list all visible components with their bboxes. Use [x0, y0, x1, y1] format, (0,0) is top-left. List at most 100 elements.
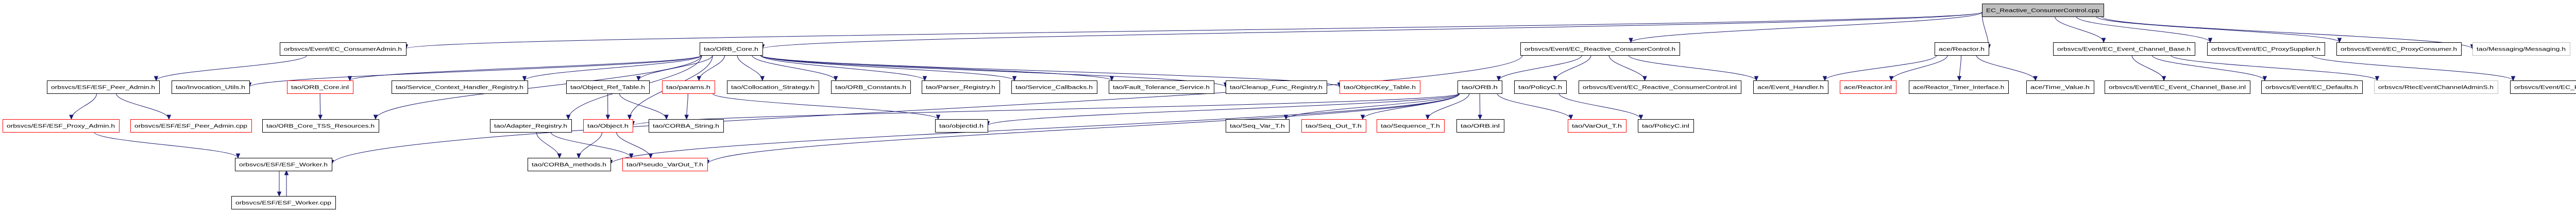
node-ec-ecb-inl[interactable]: orbsvcs/Event/EC_Event_Channel_Base.inl	[2105, 80, 2250, 94]
node-esf-peer-admin-cpp[interactable]: orbsvcs/ESF/ESF_Peer_Admin.cpp	[130, 119, 252, 133]
node-orb-core-h[interactable]: tao/ORB_Core.h	[700, 42, 763, 56]
edge-root-to-ec-proxyconsumer-h	[2096, 16, 2340, 43]
node-label: tao/Fault_Tolerance_Service.h	[1113, 85, 1210, 91]
node-esf-worker-h[interactable]: orbsvcs/ESF/ESF_Worker.h	[235, 158, 332, 171]
node-box	[1458, 80, 1502, 94]
node-label: orbsvcs/Event/EC_Defaults.h	[2265, 85, 2358, 91]
node-cleanup-func-h[interactable]: tao/Cleanup_Func_Registry.h	[1226, 80, 1327, 94]
arrowhead-icon	[284, 170, 289, 175]
edge-object-h-to-corba-methods-h	[578, 132, 603, 158]
node-sch-registry-h[interactable]: tao/Service_Context_Handler_Registry.h	[392, 80, 528, 94]
node-orb-constants-h[interactable]: tao/ORB_Constants.h	[831, 80, 911, 94]
node-ec-proxysupplier-inl[interactable]: orbsvcs/Event/EC_ProxySupplier.inl	[2510, 80, 2576, 94]
node-ec-rcc-inl[interactable]: orbsvcs/Event/EC_Reactive_ConsumerContro…	[1579, 80, 1741, 94]
node-params-h[interactable]: tao/params.h	[662, 80, 715, 94]
node-time-value-h[interactable]: ace/Time_Value.h	[2026, 80, 2094, 94]
node-label: tao/ORB_Core_TSS_Resources.h	[266, 124, 375, 129]
node-object-ref-table-h[interactable]: tao/Object_Ref_Table.h	[566, 80, 650, 94]
node-label: ace/Reactor.h	[1939, 47, 1985, 53]
arrowhead-icon	[1638, 115, 1643, 120]
node-box	[1109, 80, 1214, 94]
node-sequence-t-h[interactable]: tao/Sequence_T.h	[1377, 119, 1445, 133]
edge-adapter-registry-h-to-pseudo-varout-t-h	[550, 132, 632, 158]
node-label: tao/Messaging/Messaging.h	[2477, 47, 2566, 53]
node-reactor-inl[interactable]: ace/Reactor.inl	[1840, 80, 1896, 94]
node-seq-var-t-h[interactable]: tao/Seq_Var_T.h	[1226, 119, 1290, 133]
node-box	[1377, 119, 1445, 133]
node-object-h[interactable]: tao/Object.h	[583, 119, 633, 133]
arrowhead-icon	[1012, 76, 1017, 81]
node-box	[287, 80, 353, 94]
edge-reactor-h-to-event-handler-h	[1824, 55, 1937, 81]
node-root[interactable]: EC_Reactive_ConsumerControl.cpp	[1982, 4, 2104, 17]
node-rtec-admins-h[interactable]: orbsvcs/RtecEventChannelAdminS.h	[2374, 80, 2498, 94]
node-orb-core-tss-h[interactable]: tao/ORB_Core_TSS_Resources.h	[262, 119, 379, 133]
node-label: tao/Collocation_Strategy.h	[731, 85, 815, 91]
node-label: tao/ORB.h	[1462, 85, 1498, 91]
node-corba-methods-h[interactable]: tao/CORBA_methods.h	[528, 158, 611, 171]
node-ec-ecb-h[interactable]: orbsvcs/Event/EC_Event_Channel_Base.h	[2053, 42, 2195, 56]
node-label: tao/VarOut_T.h	[1572, 124, 1622, 129]
edge-reactor-h-to-reactor-inl	[1891, 55, 1948, 81]
arrowhead-icon	[605, 115, 611, 120]
node-invocation-utils-h[interactable]: tao/Invocation_Utils.h	[172, 80, 250, 94]
node-reactor-h[interactable]: ace/Reactor.h	[1935, 42, 1989, 56]
node-varout-t-h[interactable]: tao/VarOut_T.h	[1568, 119, 1626, 133]
node-box	[583, 119, 633, 133]
edge-ec-rcc-h-to-policyc-h	[1555, 55, 1591, 81]
node-label: ace/Time_Value.h	[2030, 85, 2090, 91]
node-collocation-strategy-h[interactable]: tao/Collocation_Strategy.h	[727, 80, 819, 94]
node-label: tao/ORB_Core.inl	[291, 85, 349, 91]
node-label: ace/Event_Handler.h	[1757, 85, 1824, 91]
node-seq-out-t-h[interactable]: tao/Seq_Out_T.h	[1301, 119, 1366, 133]
node-box	[935, 119, 988, 133]
node-objectid-h[interactable]: tao/objectid.h	[935, 119, 988, 133]
arrowhead-icon	[166, 115, 172, 120]
node-box	[1753, 80, 1828, 94]
arrowhead-icon	[1425, 115, 1430, 120]
node-objectkey-table-h[interactable]: tao/ObjectKey_Table.h	[1340, 80, 1420, 94]
edge-orb-core-h-to-orb-core-tss-h	[375, 55, 702, 120]
arrowhead-icon	[1496, 76, 1501, 81]
node-box	[490, 119, 572, 133]
node-orb-inl[interactable]: tao/ORB.inl	[1456, 119, 1504, 133]
node-ec-proxysupplier-h[interactable]: orbsvcs/Event/EC_ProxySupplier.h	[2207, 42, 2325, 56]
node-policyc-inl[interactable]: tao/PolicyC.inl	[1638, 119, 1694, 133]
arrowhead-icon	[373, 115, 378, 120]
node-adapter-registry-h[interactable]: tao/Adapter_Registry.h	[490, 119, 572, 133]
edge-orb-h-to-objectid-h	[987, 93, 1460, 126]
node-box	[922, 80, 1000, 94]
arrowhead-icon	[1283, 115, 1289, 120]
arrowhead-icon	[636, 76, 641, 81]
arrowhead-icon	[648, 153, 653, 159]
arrowhead-icon	[1553, 76, 1557, 81]
node-label: tao/PolicyC.h	[1518, 85, 1562, 91]
node-esf-peer-admin-h[interactable]: orbsvcs/ESF/ESF_Peer_Admin.h	[47, 80, 160, 94]
node-ec-defaults-h[interactable]: orbsvcs/Event/EC_Defaults.h	[2261, 80, 2363, 94]
node-label: orbsvcs/RtecEventChannelAdminS.h	[2378, 85, 2494, 91]
node-policyc-h[interactable]: tao/PolicyC.h	[1514, 80, 1567, 94]
node-fault-tolerance-h[interactable]: tao/Fault_Tolerance_Service.h	[1109, 80, 1214, 94]
node-reactor-timer-h[interactable]: ace/Reactor_Timer_Interface.h	[1909, 80, 2009, 94]
node-ec-proxyconsumer-h[interactable]: orbsvcs/Event/EC_ProxyConsumer.h	[2336, 42, 2462, 56]
arrowhead-icon	[922, 76, 927, 81]
node-box	[1011, 80, 1097, 94]
node-box	[262, 119, 379, 133]
node-orb-h[interactable]: tao/ORB.h	[1458, 80, 1502, 94]
node-service-callbacks-h[interactable]: tao/Service_Callbacks.h	[1011, 80, 1097, 94]
node-ec-rcc-h[interactable]: orbsvcs/Event/EC_Reactive_ConsumerContro…	[1520, 42, 1680, 56]
node-esf-worker-cpp[interactable]: orbsvcs/ESF/ESF_Worker.cpp	[231, 196, 336, 209]
node-box	[1568, 119, 1626, 133]
node-orb-core-inl[interactable]: tao/ORB_Core.inl	[287, 80, 353, 94]
edge-ec-ecb-h-to-ec-ecb-inl	[2131, 55, 2164, 81]
node-event-handler-h[interactable]: ace/Event_Handler.h	[1753, 80, 1828, 94]
node-box	[1579, 80, 1741, 94]
node-esf-proxy-admin-h[interactable]: orbsvcs/ESF/ESF_Proxy_Admin.h	[3, 119, 120, 133]
node-messaging-h[interactable]: tao/Messaging/Messaging.h	[2472, 42, 2570, 56]
node-box	[1456, 119, 1504, 133]
node-parser-registry-h[interactable]: tao/Parser_Registry.h	[922, 80, 1000, 94]
arrowhead-icon	[1109, 76, 1114, 81]
node-pseudo-varout-t-h[interactable]: tao/Pseudo_VarOut_T.h	[622, 158, 708, 171]
node-ec-consumeradmin-h[interactable]: orbsvcs/Event/EC_ConsumerAdmin.h	[280, 42, 406, 56]
node-corba-string-h[interactable]: tao/CORBA_String.h	[649, 119, 724, 133]
